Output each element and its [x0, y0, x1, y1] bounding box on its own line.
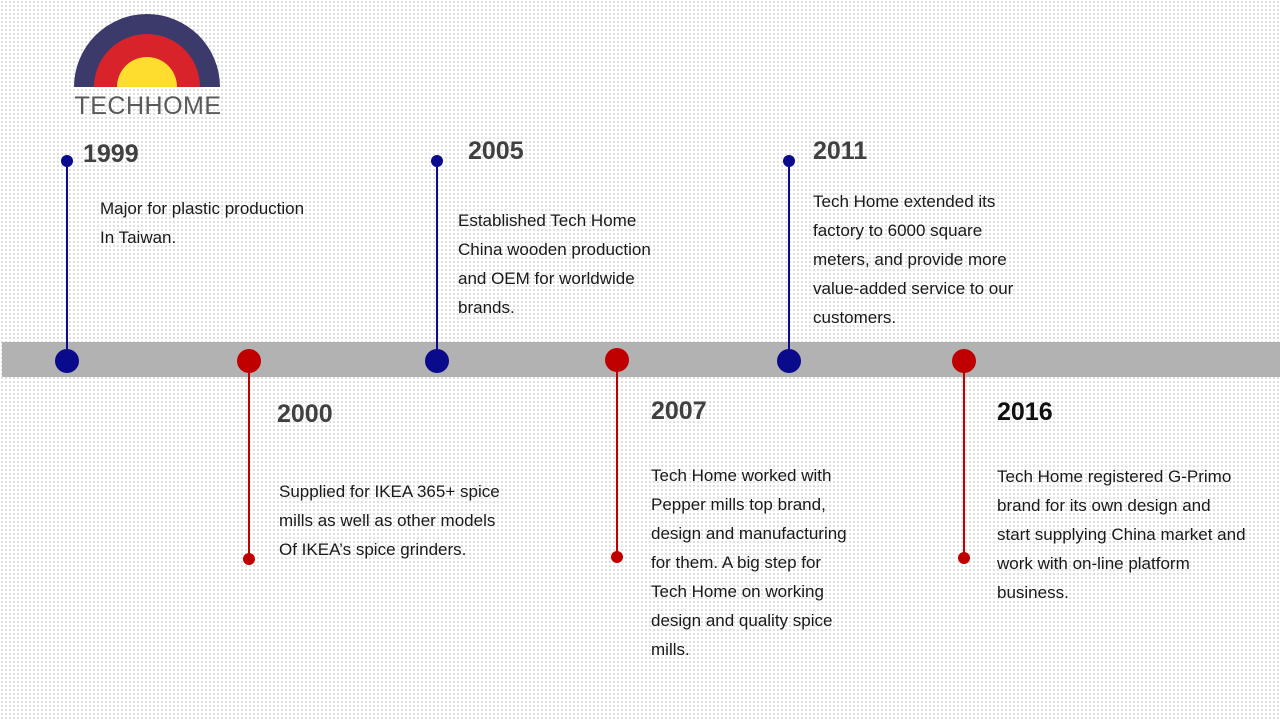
- milestone-1999-year: 1999: [83, 140, 139, 168]
- milestone-2005-stem: [436, 161, 438, 361]
- milestone-2016-text: Tech Home registered G-Primo brand for i…: [997, 467, 1246, 602]
- milestone-1999-marker: [55, 349, 79, 373]
- milestone-2011-marker: [777, 349, 801, 373]
- milestone-2007-end-marker: [611, 551, 623, 563]
- milestone-2007-text: Tech Home worked with Pepper mills top b…: [651, 466, 847, 659]
- milestone-2005-end-marker: [431, 155, 443, 167]
- milestone-2011-text: Tech Home extended its factory to 6000 s…: [813, 192, 1014, 327]
- milestone-2000-end-marker: [243, 553, 255, 565]
- milestone-2005-year: 2005: [468, 137, 524, 165]
- milestone-1999-end-marker: [61, 155, 73, 167]
- milestone-2016-marker: [952, 349, 976, 373]
- milestone-1999-stem: [66, 161, 68, 361]
- milestone-2007-marker: [605, 348, 629, 372]
- milestone-2011-year: 2011: [813, 137, 868, 165]
- milestone-2005-text: Established Tech Home China wooden produ…: [458, 211, 651, 317]
- milestone-2005-marker: [425, 349, 449, 373]
- milestone-2000-marker: [237, 349, 261, 373]
- milestone-2011-end-marker: [783, 155, 795, 167]
- milestone-2000-stem: [248, 361, 250, 559]
- milestone-2000-year: 2000: [277, 400, 333, 428]
- techhome-logo: TECHHOME: [72, 14, 222, 124]
- milestone-2007-year: 2007: [651, 397, 707, 425]
- milestone-1999-text: Major for plastic production In Taiwan.: [100, 199, 305, 247]
- milestone-2016-stem: [963, 361, 965, 558]
- milestone-2011-stem: [788, 161, 790, 361]
- milestone-2007-stem: [616, 361, 618, 557]
- rainbow-arch-icon: [74, 14, 220, 88]
- milestone-2016-end-marker: [958, 552, 970, 564]
- timeline-bar: [2, 342, 1280, 377]
- milestone-2016-year: 2016: [997, 398, 1053, 426]
- logo-text: TECHHOME: [74, 92, 222, 120]
- milestone-2000-text: Supplied for IKEA 365+ spice mills as we…: [279, 482, 500, 559]
